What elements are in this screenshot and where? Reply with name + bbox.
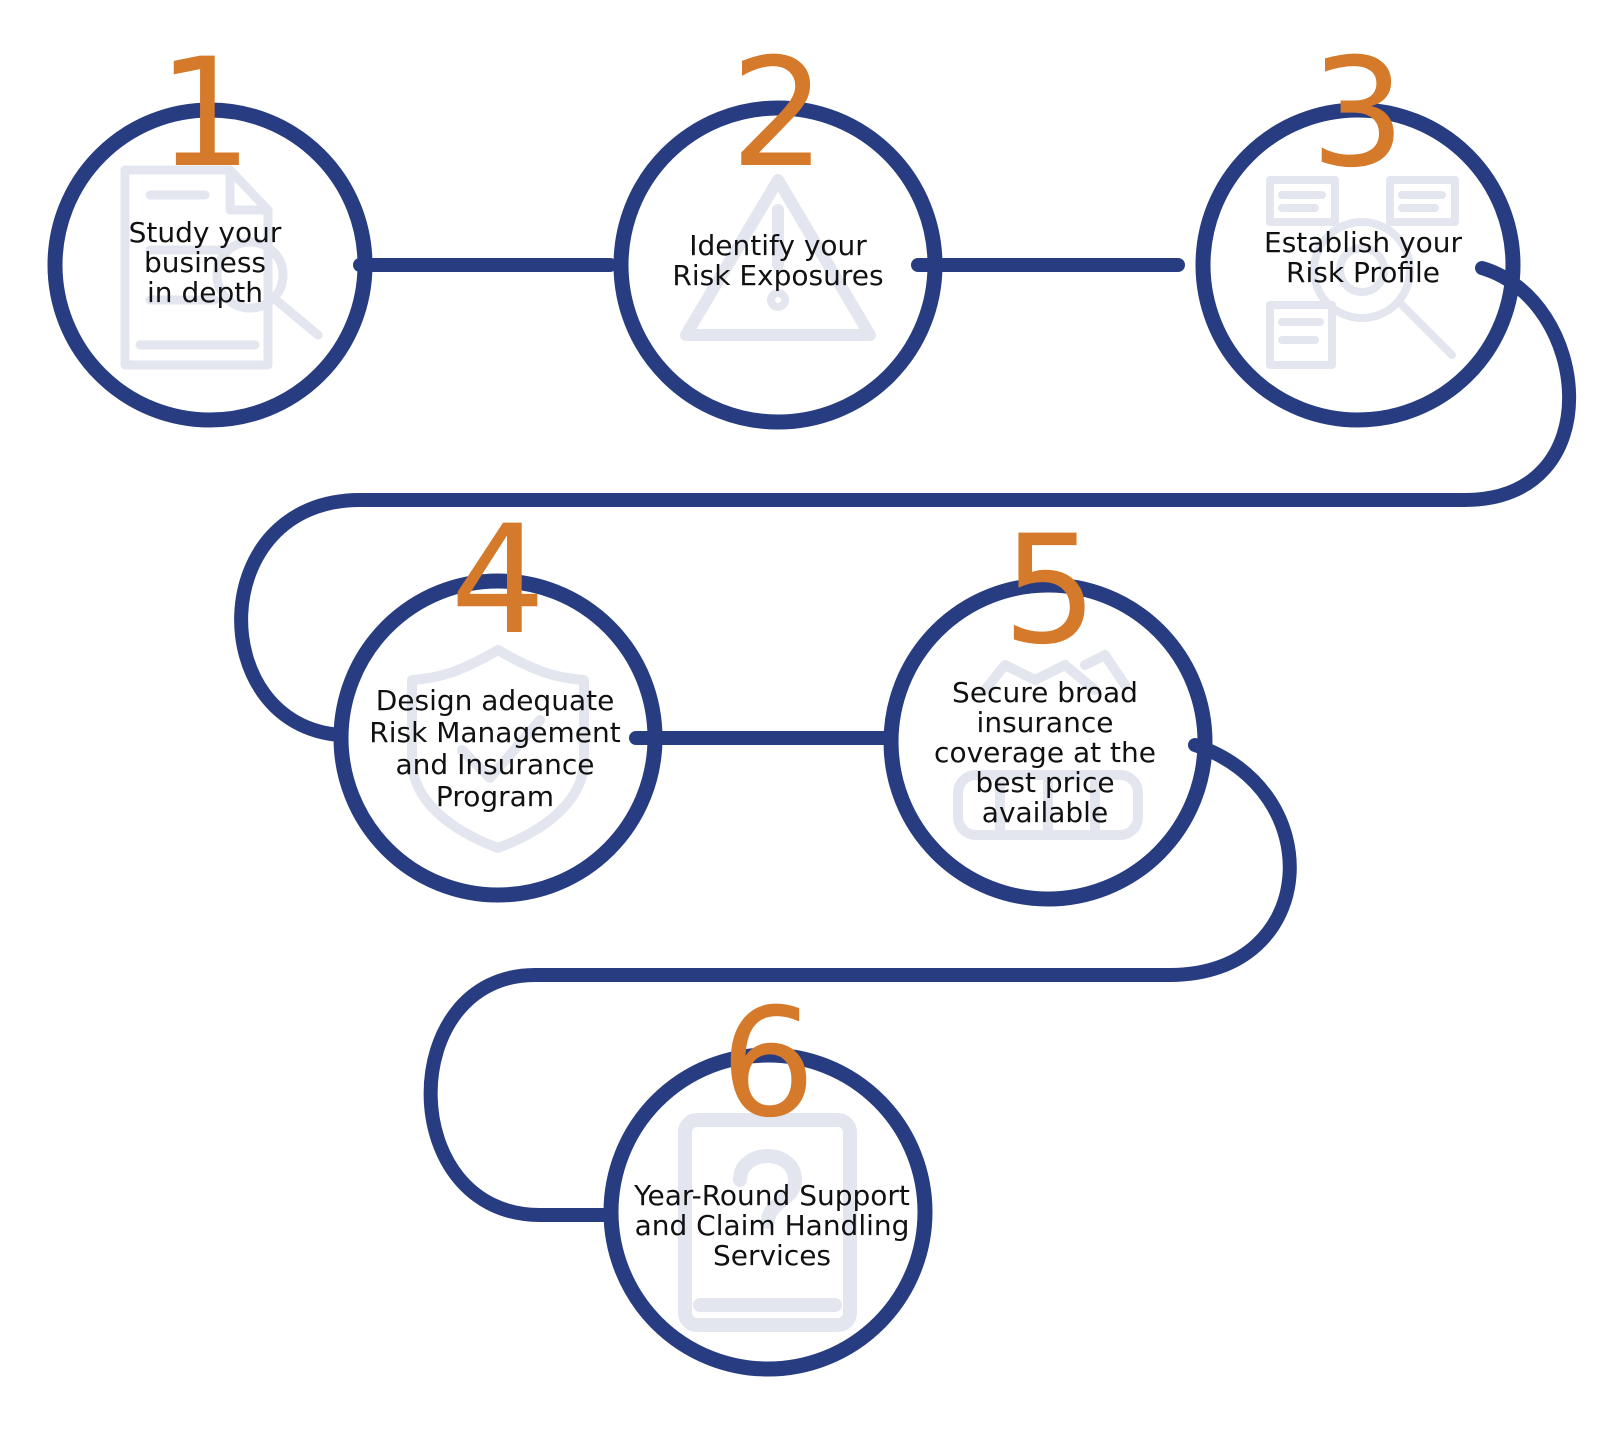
step-4-label-line: Program: [436, 780, 554, 813]
step-4-label-line: Risk Management: [369, 716, 620, 749]
step-1-label-line: in depth: [147, 276, 263, 309]
step-5-label-line: insurance: [977, 706, 1114, 739]
step-5-number: 5: [1002, 504, 1097, 678]
step-6-number: 6: [720, 977, 815, 1151]
connector-3-4: [234, 261, 1577, 742]
step-6-label-line: Year-Round Support: [633, 1179, 910, 1212]
step-3-circle: [1195, 102, 1521, 428]
warning-triangle-icon: [680, 174, 876, 341]
step-5-label-line: available: [982, 796, 1108, 829]
step-1-number: 1: [157, 27, 252, 201]
step-4-label-line: Design adequate: [376, 684, 615, 717]
step-4-label-line: and Insurance: [396, 748, 595, 781]
step-2-number: 2: [730, 27, 825, 201]
step-6-label-line: and Claim Handling: [635, 1209, 910, 1242]
step-1-label-line: business: [144, 246, 266, 279]
step-6-circle: [603, 1047, 933, 1377]
shield-check-icon: [407, 645, 589, 853]
clipboard-question-icon: [678, 1113, 857, 1332]
step-3-label-line: Risk Profile: [1286, 256, 1440, 289]
document-search-icon: [120, 165, 323, 370]
step-3-number: 3: [1310, 27, 1405, 201]
connector-5-6: [423, 738, 1297, 1222]
step-2-circle: [613, 100, 943, 430]
step-4-circle: [333, 573, 663, 903]
step-1-circle: [47, 102, 373, 428]
step-6-label-line: Services: [713, 1239, 831, 1272]
step-5-label-line: best price: [975, 766, 1114, 799]
handshake-icon: [953, 650, 1143, 840]
step-5-label-line: coverage at the: [934, 736, 1156, 769]
step-2-label-line: Identify your: [689, 229, 867, 262]
step-1-label-line: Study your: [129, 216, 282, 249]
step-5-circle: [883, 577, 1213, 907]
connector-path: [234, 258, 1577, 1222]
step-5-label-line: Secure broad: [952, 676, 1138, 709]
step-2-label-line: Risk Exposures: [672, 259, 883, 292]
step-4-number: 4: [450, 494, 545, 668]
step-3-label-line: Establish your: [1264, 226, 1462, 259]
gear-documents-icon: [1266, 176, 1459, 369]
